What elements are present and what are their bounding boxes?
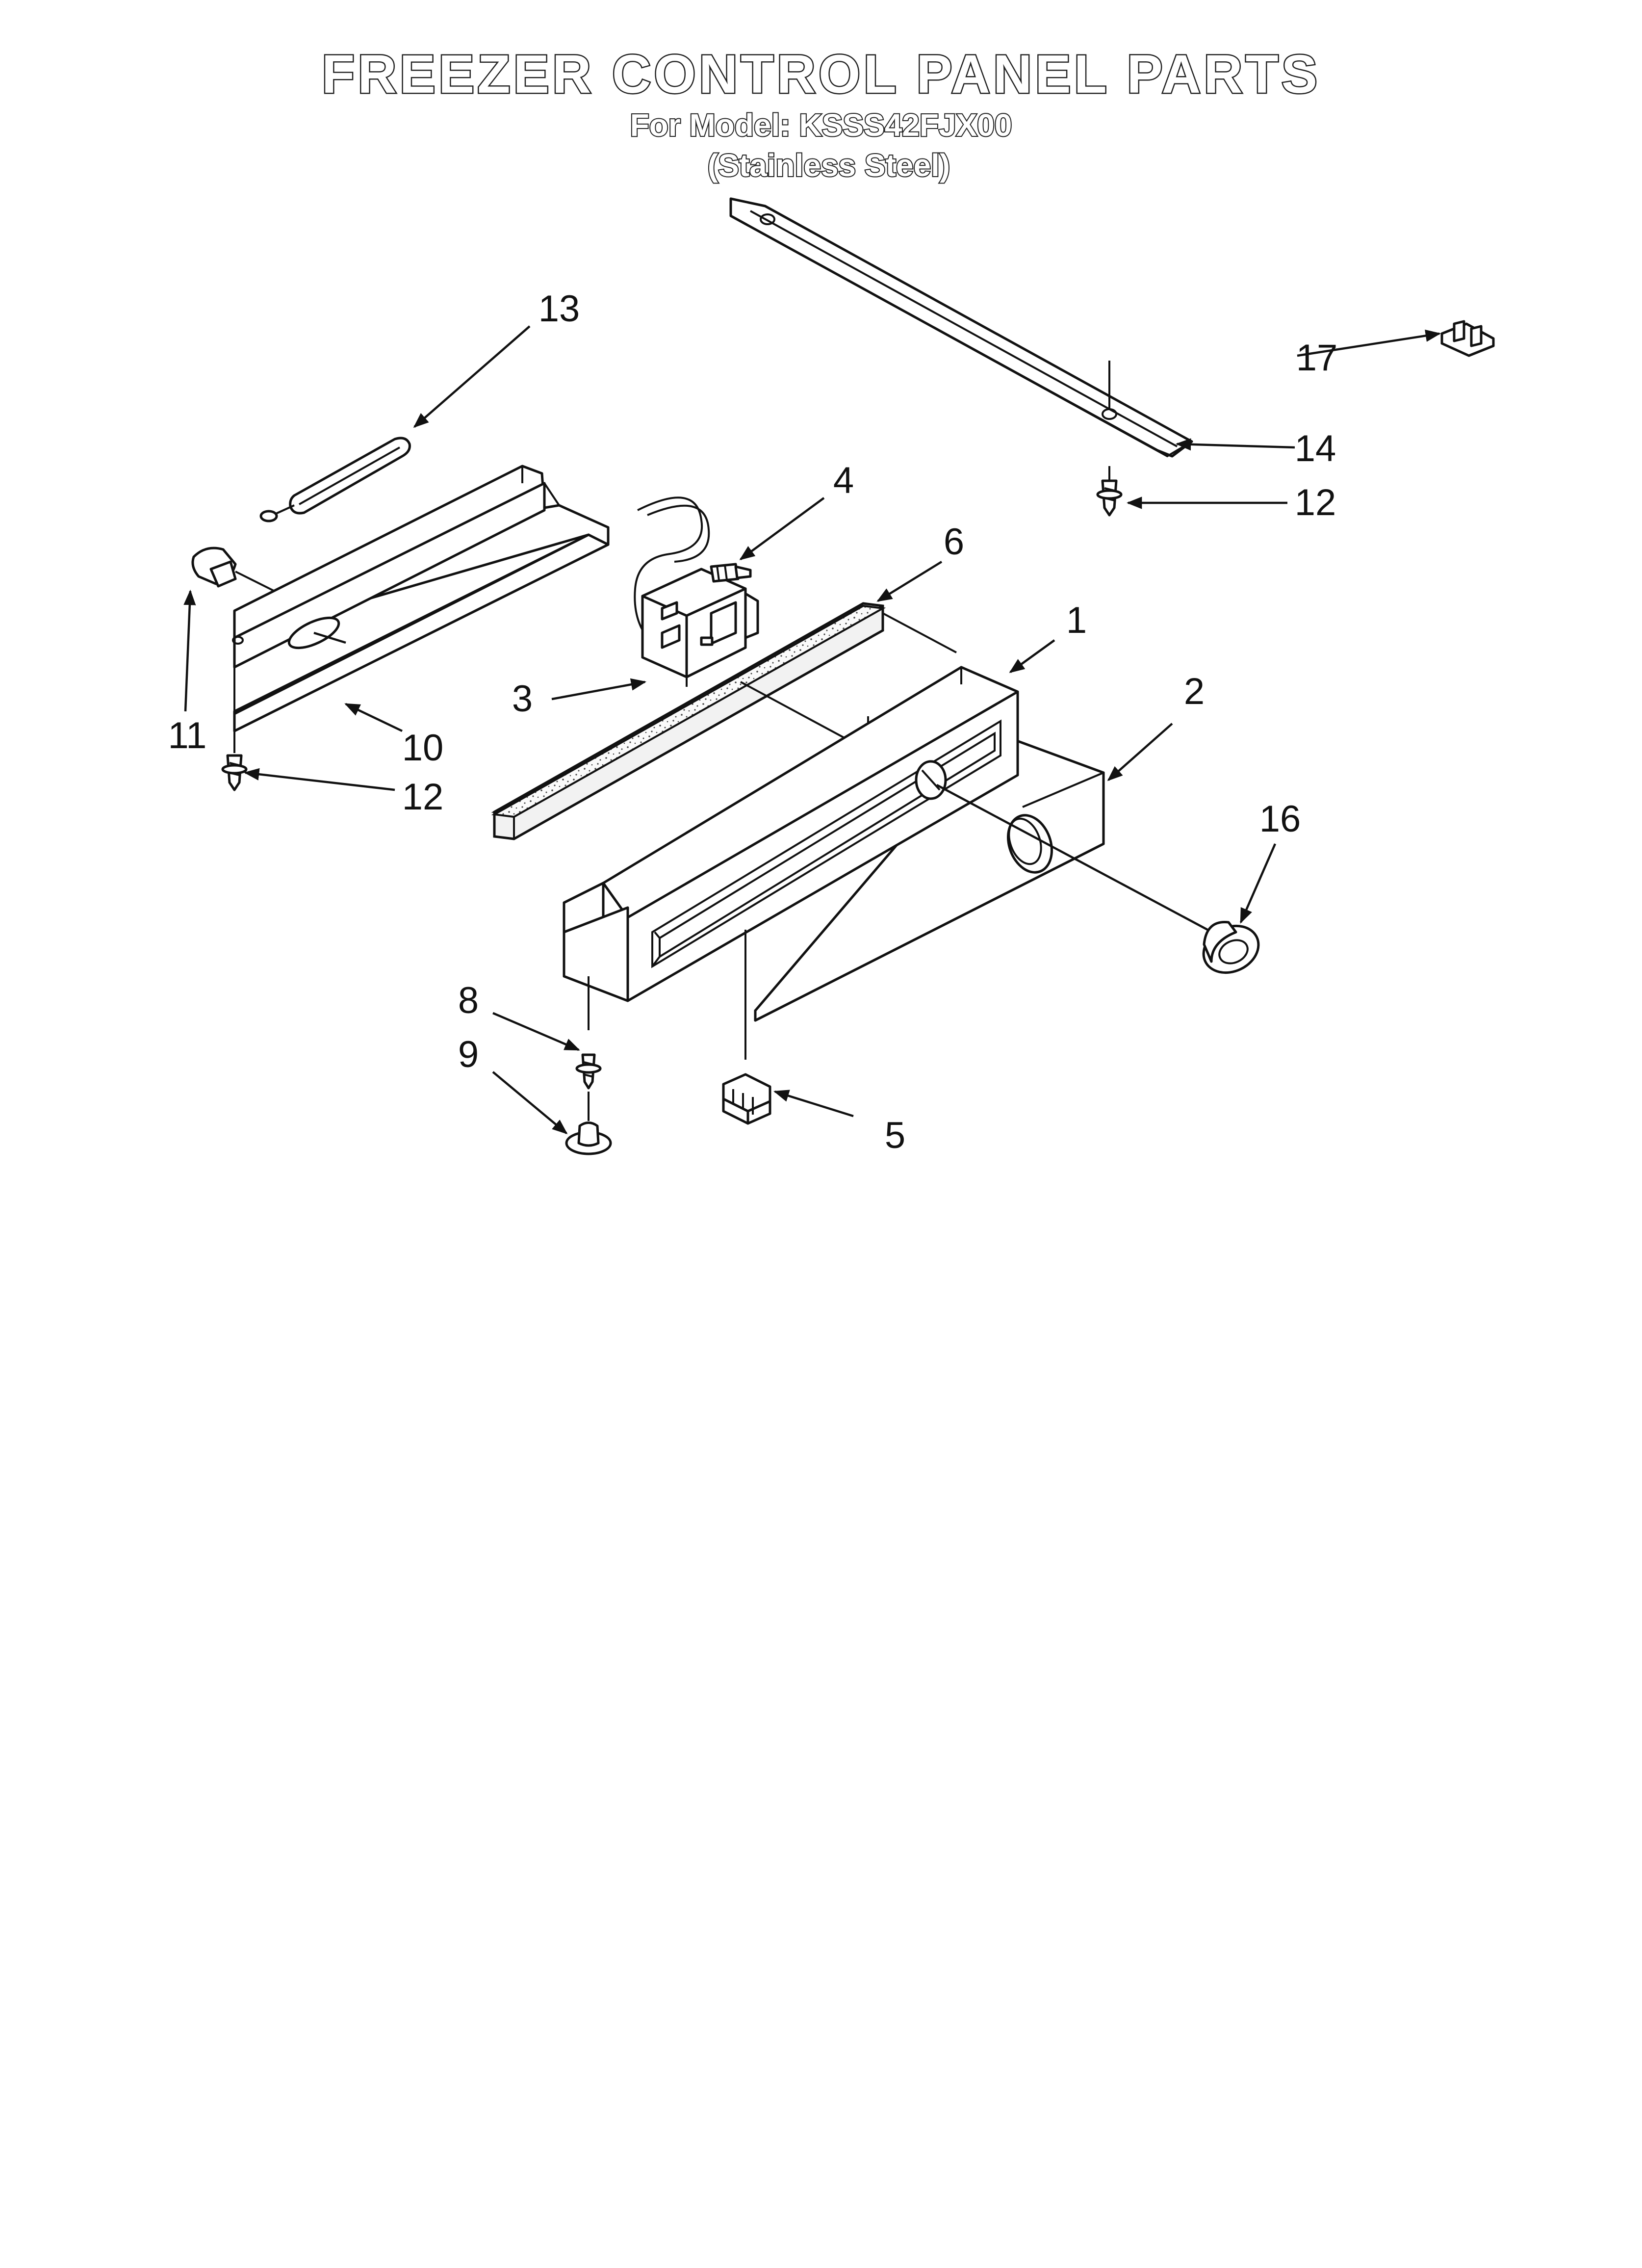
callout-4: 4 xyxy=(833,460,854,501)
console-housing xyxy=(563,666,1222,1060)
control-screw xyxy=(710,563,752,583)
leader-lines xyxy=(183,325,1441,1135)
callout-12-right: 12 xyxy=(1295,482,1336,523)
top-bracket-rail xyxy=(729,197,1193,458)
thermistor-probe xyxy=(259,437,411,522)
retainer-clip xyxy=(191,547,275,592)
callout-10: 10 xyxy=(402,727,444,769)
screw-left xyxy=(221,731,248,791)
page-title: FREEZER CONTROL PANEL PARTS xyxy=(320,43,1321,106)
callout-14: 14 xyxy=(1295,428,1336,469)
screw-right xyxy=(1096,466,1123,517)
callout-6: 6 xyxy=(944,521,964,563)
callout-labels: 13 17 14 12 4 6 1 2 3 11 10 12 16 8 9 5 xyxy=(168,288,1338,1156)
callout-17: 17 xyxy=(1296,337,1338,379)
callout-1: 1 xyxy=(1066,600,1087,641)
temperature-control xyxy=(634,496,759,687)
small-clip xyxy=(1440,320,1495,357)
front-face-panel xyxy=(754,737,1105,1022)
callout-12-left: 12 xyxy=(402,776,444,818)
callout-5: 5 xyxy=(885,1115,905,1156)
model-variant: (Stainless Steel) xyxy=(707,147,951,184)
callout-16: 16 xyxy=(1259,798,1301,840)
callout-3: 3 xyxy=(512,678,533,720)
callout-9: 9 xyxy=(458,1034,479,1075)
housing-screw xyxy=(575,1053,602,1121)
callout-13: 13 xyxy=(539,288,580,330)
callout-11: 11 xyxy=(168,715,207,756)
model-number: For Model: KSSS42FJX00 xyxy=(629,106,1013,144)
tinnerman-nut xyxy=(565,1121,612,1155)
control-knob xyxy=(1202,921,1260,974)
wire-connector xyxy=(722,1073,771,1125)
callout-2: 2 xyxy=(1184,671,1205,712)
callout-8: 8 xyxy=(458,980,479,1021)
mounting-bracket xyxy=(232,465,610,732)
